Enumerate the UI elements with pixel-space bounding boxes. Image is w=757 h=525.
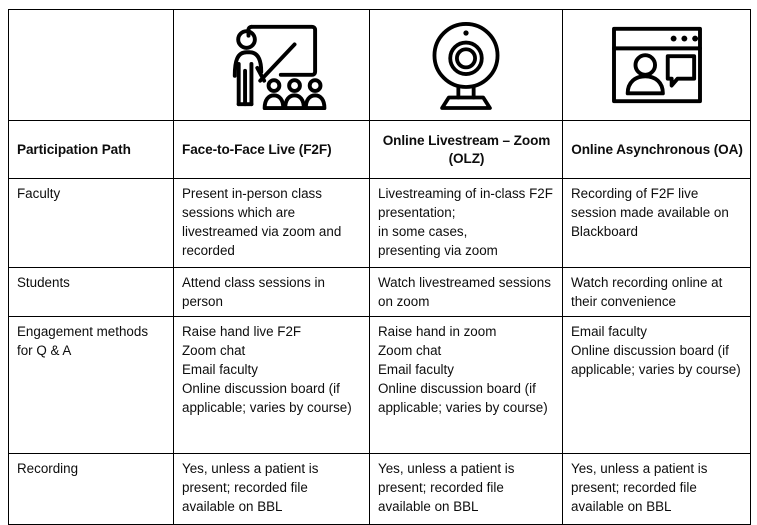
cell-line: Email faculty <box>182 362 258 378</box>
webcam-icon <box>370 10 562 120</box>
table-row: Recording Yes, unless a patient is prese… <box>8 453 751 525</box>
row-label-recording: Recording <box>8 453 174 525</box>
cell-line: Email faculty <box>571 324 647 340</box>
teacher-whiteboard-classroom-icon <box>174 10 369 120</box>
table-row: Students Attend class sessions in person… <box>8 266 751 318</box>
icon-cell-f2f <box>173 9 370 121</box>
cell-students-f2f: Attend class sessions in person <box>173 266 370 318</box>
cell-line: Yes, unless a patient is present; record… <box>571 461 708 515</box>
cell-line: Online discussion board (if applicable; … <box>571 343 741 378</box>
row-label-faculty: Faculty <box>8 178 174 268</box>
cell-students-olz: Watch livestreamed sessions on zoom <box>369 266 563 318</box>
row-label-engagement: Engagement methods for Q & A <box>8 316 174 455</box>
cell-line: Zoom chat <box>182 343 246 359</box>
cell-line: Yes, unless a patient is present; record… <box>182 461 319 515</box>
participation-path-table: Participation Path Face-to-Face Live (F2… <box>8 9 751 525</box>
cell-line: Zoom chat <box>378 343 442 359</box>
cell-line: Recording of F2F live session made avail… <box>571 186 729 240</box>
page-root: Participation Path Face-to-Face Live (F2… <box>8 9 751 525</box>
cell-line: Online discussion board (if applicable; … <box>378 381 548 416</box>
table-row-icons <box>8 9 751 121</box>
row-label-students: Students <box>8 266 174 318</box>
cell-line: Watch livestreamed sessions on zoom <box>378 275 551 310</box>
cell-line: Present in-person class sessions which a… <box>182 186 342 259</box>
icon-cell-olz <box>369 9 563 121</box>
cell-recording-f2f: Yes, unless a patient is present; record… <box>173 453 370 525</box>
cell-line: Raise hand live F2F <box>182 324 302 340</box>
cell-students-oa: Watch recording online at their convenie… <box>562 266 751 318</box>
column-header-oa: Online Asynchronous (OA) <box>562 120 751 179</box>
icon-cell-oa <box>562 9 751 121</box>
cell-recording-olz: Yes, unless a patient is present; record… <box>369 453 563 525</box>
table-row: Faculty Present in-person class sessions… <box>8 178 751 268</box>
cell-line: Online discussion board (if applicable; … <box>182 381 352 416</box>
column-header-participation-path: Participation Path <box>8 120 174 179</box>
cell-line: Email faculty <box>378 362 454 378</box>
cell-line: Watch recording online at their convenie… <box>571 275 723 310</box>
cell-line: in some cases, <box>378 224 468 240</box>
cell-faculty-oa: Recording of F2F live session made avail… <box>562 178 751 268</box>
cell-line: presenting via zoom <box>378 243 498 259</box>
cell-line: Attend class sessions in person <box>182 275 325 310</box>
browser-window-person-chat-icon <box>563 10 750 120</box>
cell-recording-oa: Yes, unless a patient is present; record… <box>562 453 751 525</box>
cell-faculty-olz: Livestreaming of in-class F2F presentati… <box>369 178 563 268</box>
cell-line: Yes, unless a patient is present; record… <box>378 461 515 515</box>
table-row-headers: Participation Path Face-to-Face Live (F2… <box>8 120 751 179</box>
table-row: Engagement methods for Q & A Raise hand … <box>8 316 751 455</box>
icon-cell-empty <box>8 9 174 121</box>
cell-faculty-f2f: Present in-person class sessions which a… <box>173 178 370 268</box>
cell-line: Livestreaming of in-class F2F presentati… <box>378 186 553 221</box>
column-header-olz: Online Livestream – Zoom (OLZ) <box>369 120 563 179</box>
cell-line: Raise hand in zoom <box>378 324 497 340</box>
column-header-f2f: Face-to-Face Live (F2F) <box>173 120 370 179</box>
